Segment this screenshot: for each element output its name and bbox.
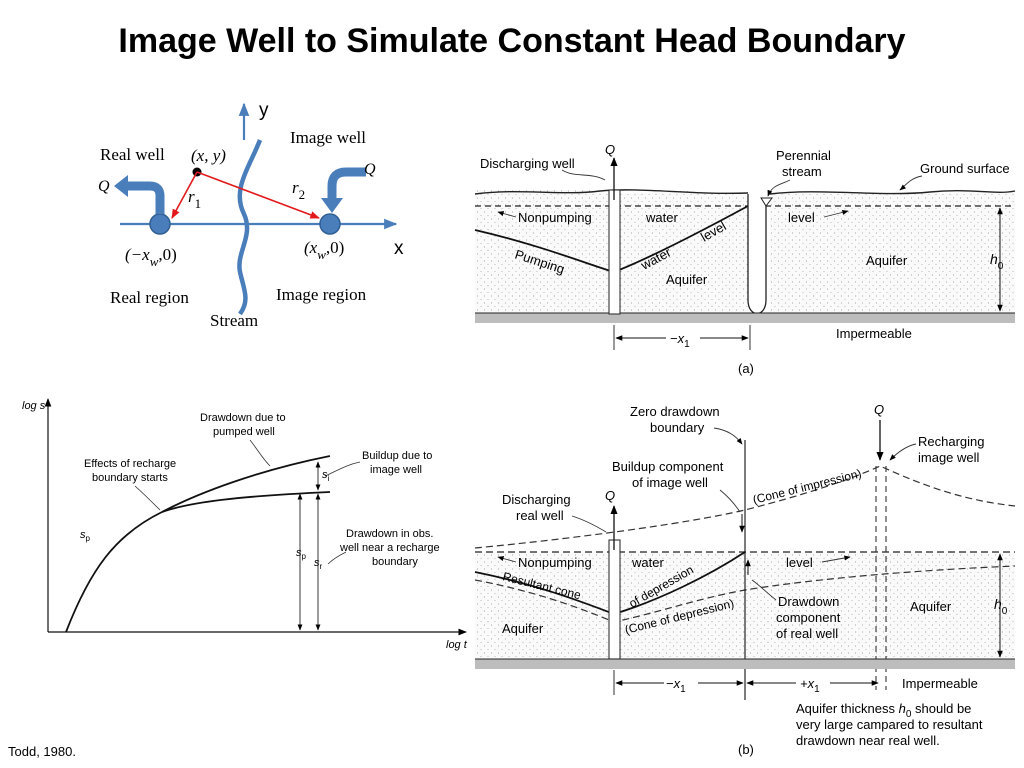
drawdown-component-label-3: of real well [776,626,838,641]
discharging-real-label-1: Discharging [502,492,571,507]
water-label-b: water [631,555,664,570]
aquifer-label-a-right: Aquifer [866,253,908,268]
drawdown-pumped-label-1: Drawdown due to [200,412,286,424]
observed-drawdown-curve [161,491,331,513]
perennial-stream [747,194,767,315]
panel-b: Zero drawdown boundary Q Q Recharging im… [474,402,1016,757]
h0-label-a: h0 [990,251,1004,272]
real-well-coord: (−xw,0) [125,245,177,269]
effects-label-1: Effects of recharge [84,458,176,470]
buildup-component-label-1: Buildup component [612,459,724,474]
zero-drawdown-label-2: boundary [650,420,705,435]
obs-label-3: boundary [372,556,418,568]
impermeable-layer [475,313,1015,323]
impermeable-layer-b [475,659,1015,669]
q-label-b-real: Q [605,488,615,503]
graph-x-label: log t [446,639,468,651]
impermeable-label-a: Impermeable [836,326,912,341]
water-level-symbol [760,197,773,207]
image-well-label: Image well [290,128,366,147]
perennial-stream-label-1: Perennial [776,148,831,163]
aquifer-right-fill [770,191,1015,313]
cone-impression-label: (Cone of impression) [751,466,862,507]
caption-b: (b) [738,742,754,757]
cone-of-impression [474,465,1016,549]
real-well-q-arrowhead [114,175,128,197]
impermeable-label-b: Impermeable [902,676,978,691]
note-line-3: drawdown near real well. [796,733,940,748]
stream-line [237,139,263,316]
real-well-q-arrow [126,181,165,214]
si-label: si [322,469,330,483]
image-well-q-arrowhead [321,198,343,213]
drawdown-graph: log s log t Drawdown due to pumped well … [22,398,468,651]
drawdown-pumped-label-2: pumped well [213,426,275,438]
level-label-a: level [788,210,815,225]
panel-a: Q Discharging well Perennial stream Grou… [474,142,1016,376]
minus-x1-label: −x1 [666,676,686,695]
buildup-component-label-2: of image well [632,475,708,490]
image-region-label: Image region [276,285,367,304]
q-label-a: Q [605,142,615,157]
sr-label: sr [314,557,323,571]
nonpumping-label-b: Nonpumping [518,555,592,570]
r1-label: r1 [188,187,201,211]
image-well-dot [319,213,341,235]
real-well-casing-b [608,539,621,660]
x1-label-a: −x1 [670,331,690,350]
h0-label-b: h0 [994,596,1008,617]
ground-surface-left [474,189,749,195]
r2-label: r2 [292,178,305,202]
real-well-label: Real well [100,145,165,164]
image-well-sketch: y x Real well Image well (x, y) Q Q r1 r… [98,100,404,330]
image-well-q-arrow [327,167,366,200]
buildup-label-1: Buildup due to [362,450,432,462]
q-right-label: Q [364,161,376,178]
drawdown-real-well-curve [474,565,1016,623]
sp-label: sp [296,547,307,561]
stream-label: Stream [210,311,258,330]
effects-label-2: boundary starts [92,472,168,484]
water-label-a: water [645,210,678,225]
real-region-label: Real region [110,288,189,307]
graph-y-label: log s [22,400,46,412]
note-line-1: Aquifer thickness h0 should be [796,701,971,720]
perennial-stream-label-2: stream [782,164,822,179]
discharging-well-casing [608,189,621,315]
point-xy-label: (x, y) [191,146,226,165]
r1-arrow [171,171,198,219]
nonpumping-label-a: Nonpumping [518,210,592,225]
sp-curve-label: sp [80,529,91,543]
drawdown-component-label-1: Drawdown [778,594,839,609]
page-title: Image Well to Simulate Constant Head Bou… [118,22,906,60]
drawdown-component-label-2: component [776,610,841,625]
discharging-real-label-2: real well [516,508,564,523]
image-well-coord: (xw,0) [304,238,344,262]
aquifer-label-b-right: Aquifer [910,599,952,614]
ground-surface-right [769,190,1016,195]
level-label-b: level [786,555,813,570]
r2-arrow [196,171,320,219]
recharging-label-1: Recharging [918,434,985,449]
q-label-b-image: Q [874,402,884,417]
plus-x1-label: +x1 [800,676,820,695]
buildup-label-2: image well [370,464,422,476]
real-well-dot [149,213,171,235]
note-line-2: very large campared to resultant [796,717,983,732]
obs-label-2: well near a recharge [339,542,440,554]
ground-surface-label: Ground surface [920,161,1010,176]
aquifer-label-b-left: Aquifer [502,621,544,636]
zero-drawdown-label-1: Zero drawdown [630,404,720,419]
aquifer-label-a-left: Aquifer [666,272,708,287]
q-left-label: Q [98,178,110,195]
discharging-well-label: Discharging well [480,156,575,171]
caption-a: (a) [738,361,754,376]
citation: Todd, 1980. [8,744,76,759]
y-axis-label: y [259,100,269,121]
x-axis-label: x [394,238,404,259]
recharging-label-2: image well [918,450,980,465]
obs-label-1: Drawdown in obs. [346,528,433,540]
